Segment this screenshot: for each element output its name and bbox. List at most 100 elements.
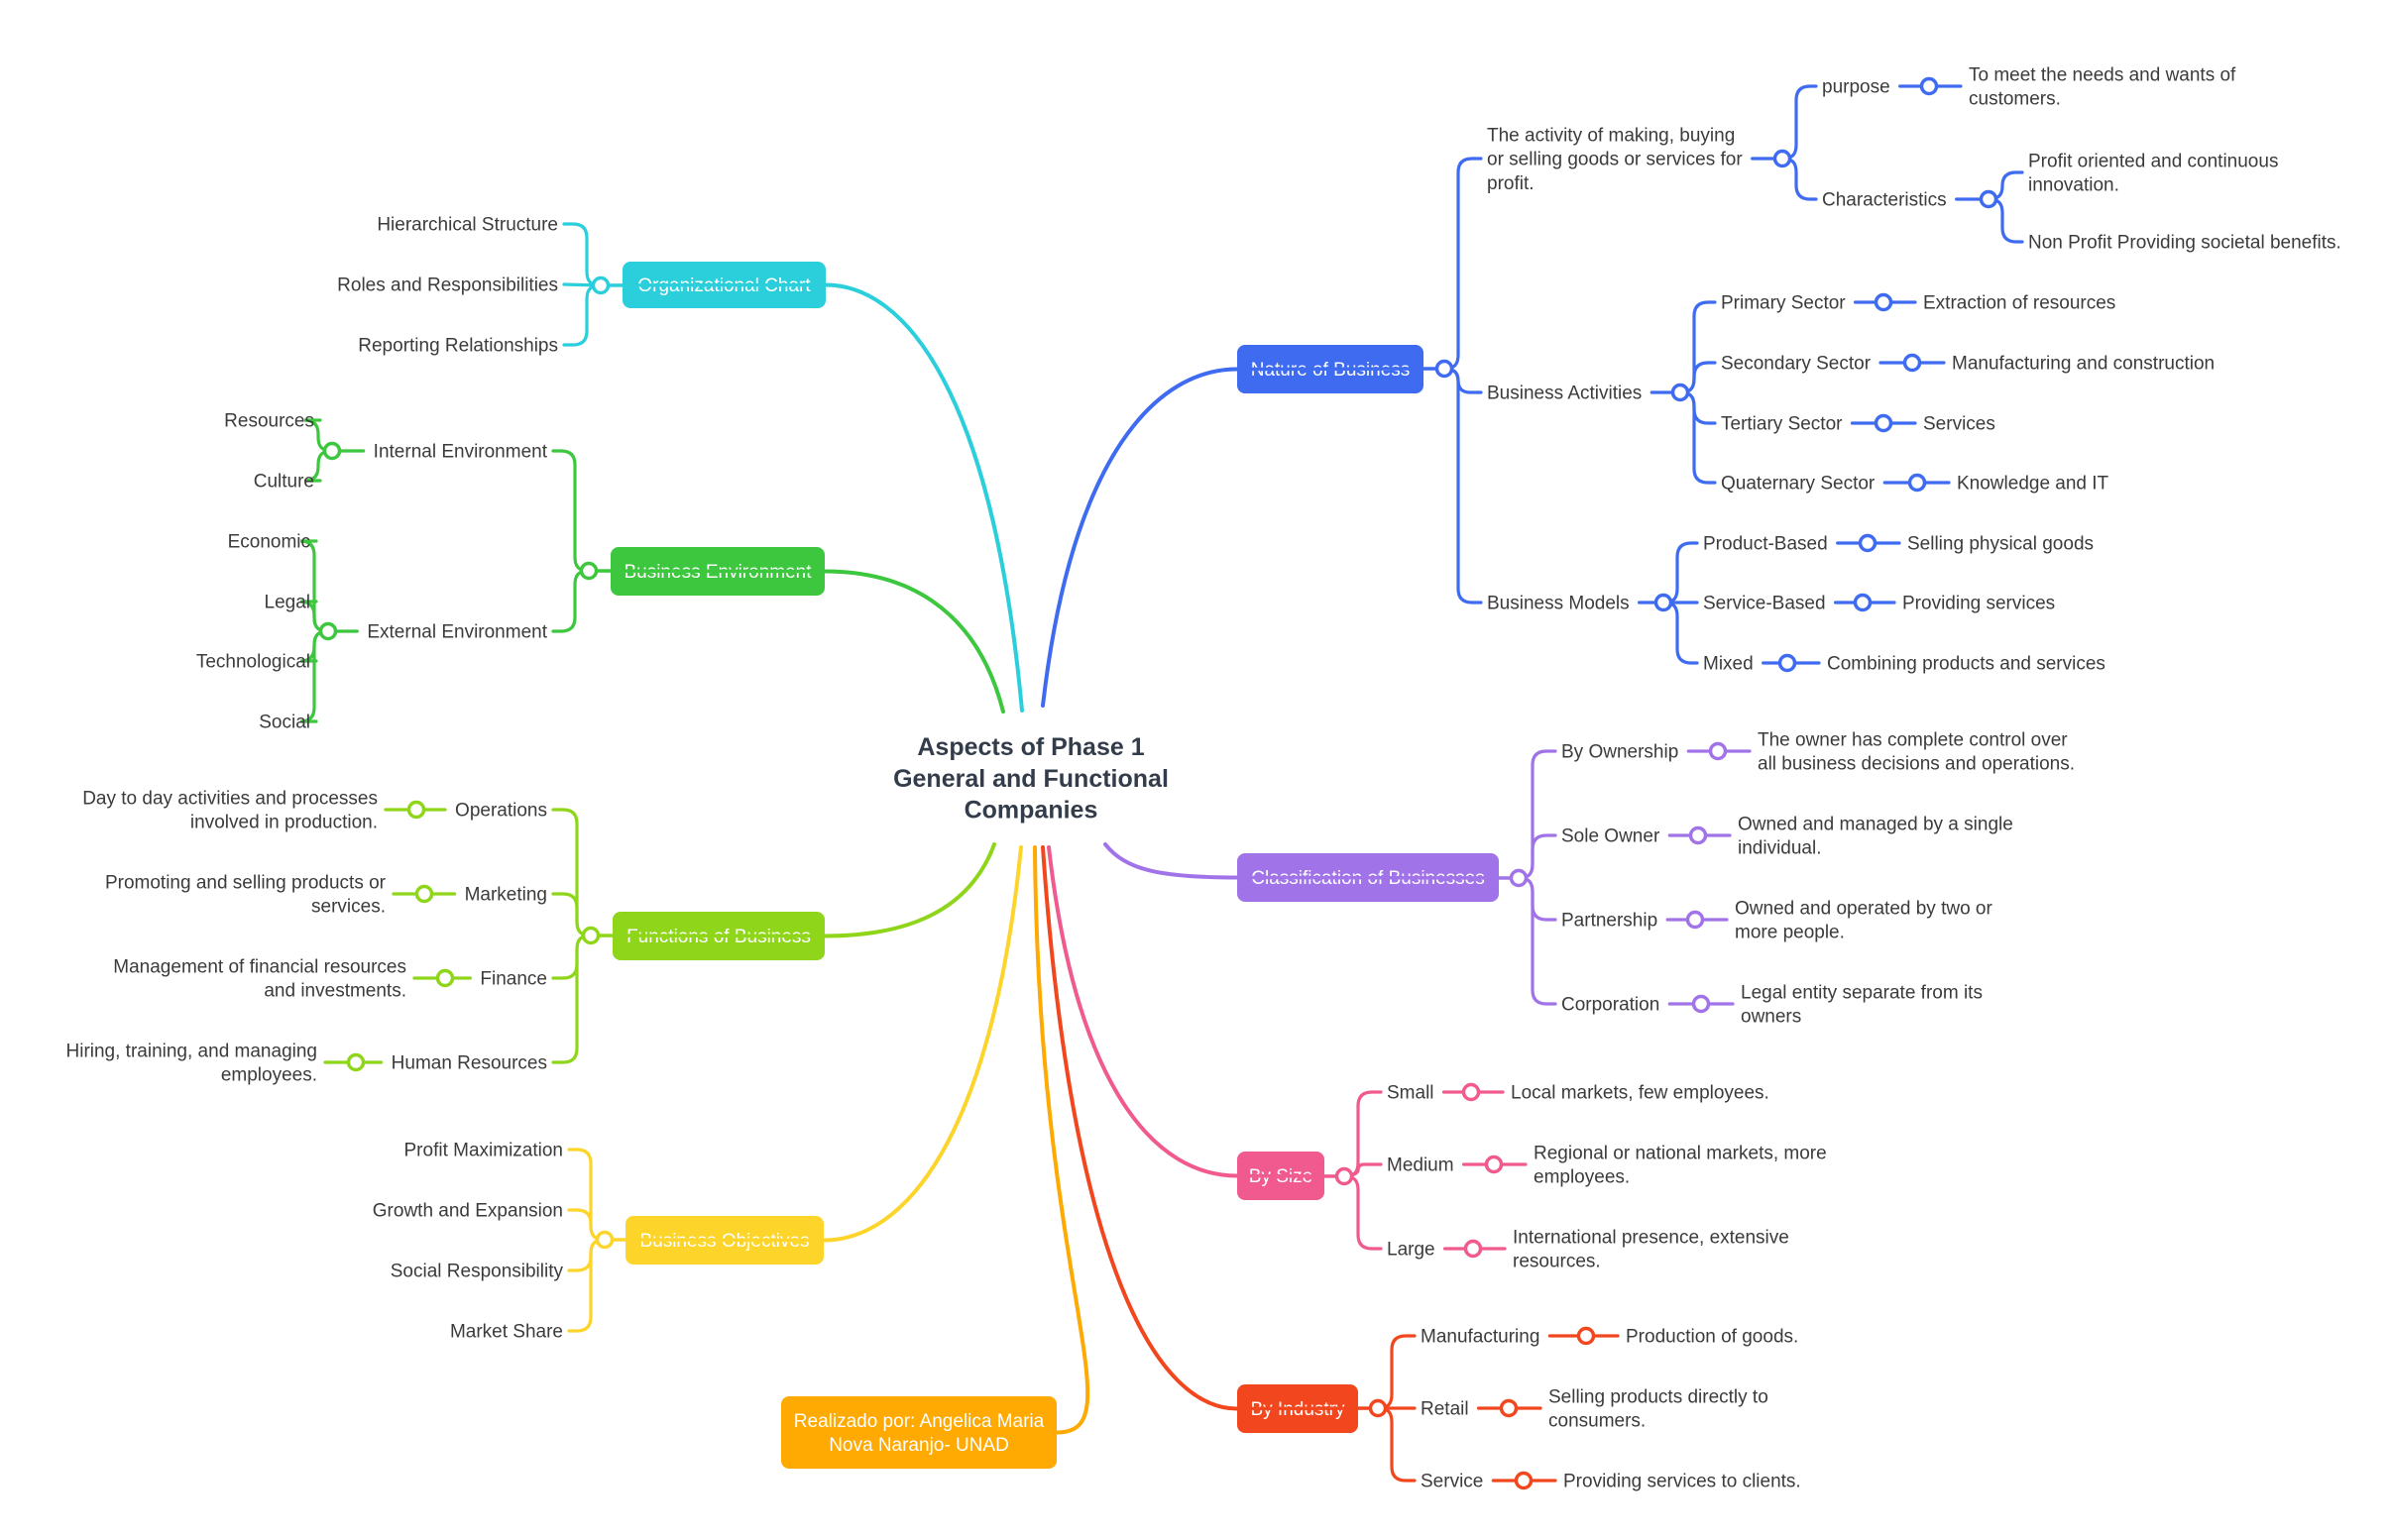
- leaf-to-meet-the-needs-and-wants-of-customers-line: To meet the needs and wants of: [1969, 65, 2236, 86]
- topic-manufacturing-line: Manufacturing: [1421, 1327, 1539, 1348]
- topic-the-activity-of-making-buying-or-selling-line: The activity of making, buying: [1487, 126, 1735, 147]
- connector-knob-icon[interactable]: [1334, 1166, 1354, 1186]
- connector-knob-icon[interactable]: [1853, 593, 1873, 612]
- topic-reporting-relationships-line: Reporting Relationships: [358, 336, 558, 357]
- branch-realizado-por-angelica-maria-nova-naranj-label-line: Realizado por: Angelica Maria: [794, 1411, 1045, 1432]
- topic-partnership-line: Partnership: [1561, 911, 1657, 932]
- connector-knob-icon[interactable]: [1688, 825, 1708, 845]
- subtopic-promoting-and-selling-products-or-servic: Promoting and selling products orservice…: [105, 873, 387, 918]
- connector-knob-icon[interactable]: [1368, 1398, 1388, 1418]
- connector-knob-icon[interactable]: [595, 1230, 615, 1250]
- topic-retail-line: Retail: [1421, 1399, 1469, 1420]
- subtopic-selling-products-directly-to-consumers-line: consumers.: [1548, 1411, 1646, 1432]
- leaf-non-profit-providing-societal-benefits-line: Non Profit Providing societal benefits.: [2028, 233, 2341, 254]
- topic-profit-maximization-line: Profit Maximization: [404, 1141, 564, 1161]
- subtopic-the-owner-has-complete-control-over-all--line: The owner has complete control over: [1758, 730, 2068, 751]
- leaf-profit-oriented-and-continuous-innovatio: Profit oriented and continuousinnovation…: [2028, 152, 2278, 196]
- subtopic-promoting-and-selling-products-or-servic-line: Promoting and selling products or: [105, 873, 387, 894]
- leaf-knowledge-and-it: Knowledge and IT: [1957, 474, 2109, 495]
- connector-knob-icon[interactable]: [1777, 653, 1797, 673]
- subtopic-technological-line: Technological: [196, 652, 310, 673]
- connector-knob-icon[interactable]: [1653, 593, 1673, 612]
- subtopic-legal-line: Legal: [265, 593, 311, 613]
- leaf-providing-services-line: Providing services: [1902, 594, 2055, 614]
- connector-knob-icon[interactable]: [1514, 1471, 1534, 1490]
- subtopic-culture: Culture: [254, 472, 314, 493]
- connector-knob-icon[interactable]: [581, 926, 601, 945]
- leaf-selling-physical-goods: Selling physical goods: [1907, 534, 2094, 555]
- connector-knob-icon[interactable]: [435, 968, 455, 988]
- subtopic-production-of-goods-line: Production of goods.: [1626, 1327, 1798, 1348]
- connector-knob-icon[interactable]: [1509, 868, 1529, 888]
- subtopic-social-line: Social: [259, 713, 310, 733]
- connector-knob-icon[interactable]: [1858, 533, 1877, 553]
- connector-knob-icon[interactable]: [1979, 189, 1998, 209]
- connector-knob-icon[interactable]: [1463, 1239, 1483, 1259]
- leaf-combining-products-and-services: Combining products and services: [1827, 654, 2105, 675]
- subtopic-service-based-line: Service-Based: [1703, 594, 1826, 614]
- topic-small-line: Small: [1387, 1083, 1434, 1104]
- connector-knob-icon[interactable]: [1772, 149, 1792, 168]
- topic-medium: Medium: [1387, 1155, 1454, 1176]
- connector-knob-icon[interactable]: [1691, 994, 1711, 1014]
- topic-the-activity-of-making-buying-or-selling-line: profit.: [1487, 173, 1535, 194]
- subtopic-owned-and-operated-by-two-or-more-people-line: more people.: [1735, 923, 1845, 943]
- topic-hierarchical-structure-line: Hierarchical Structure: [377, 215, 558, 236]
- connector-knob-icon[interactable]: [318, 621, 338, 641]
- subtopic-tertiary-sector: Tertiary Sector: [1721, 414, 1843, 435]
- connector-knob-icon[interactable]: [591, 275, 611, 295]
- connector-knob-icon[interactable]: [1874, 413, 1893, 433]
- connector-knob-icon[interactable]: [1434, 359, 1454, 379]
- connector-knob-icon[interactable]: [1499, 1398, 1519, 1418]
- topic-partnership: Partnership: [1561, 911, 1657, 932]
- connector-knob-icon[interactable]: [1576, 1326, 1596, 1346]
- topic-by-ownership: By Ownership: [1561, 742, 1678, 763]
- subtopic-owned-and-operated-by-two-or-more-people-line: Owned and operated by two or: [1735, 899, 1993, 920]
- connector-knob-icon[interactable]: [346, 1052, 366, 1072]
- topic-hierarchical-structure: Hierarchical Structure: [377, 215, 558, 236]
- center-topic-title-line: Companies: [965, 797, 1098, 825]
- branch-business-objectives-link: [822, 845, 1023, 1243]
- topic-corporation: Corporation: [1561, 995, 1659, 1016]
- connector-knob-icon[interactable]: [1461, 1082, 1481, 1102]
- topic-sole-owner-line: Sole Owner: [1561, 826, 1660, 847]
- branch-by-size-link: [1047, 845, 1239, 1178]
- connector-knob-icon[interactable]: [1874, 292, 1893, 312]
- subtopic-quaternary-sector: Quaternary Sector: [1721, 474, 1876, 495]
- topic-finance-line: Finance: [480, 969, 547, 990]
- subtopic-providing-services-to-clients: Providing services to clients.: [1563, 1472, 1801, 1492]
- subtopic-hiring-training-and-managing-employees-line: employees.: [221, 1065, 317, 1086]
- topic-business-activities-line: Business Activities: [1487, 384, 1642, 404]
- branch-realizado-por-angelica-maria-nova-naranj-node[interactable]: [781, 1396, 1057, 1469]
- connector-knob-icon[interactable]: [1484, 1155, 1504, 1174]
- topic-business-models-line: Business Models: [1487, 594, 1630, 614]
- subtopic-mixed: Mixed: [1703, 654, 1754, 675]
- subtopic-day-to-day-activities-and-processes-invo: Day to day activities and processesinvol…: [82, 789, 378, 833]
- connector-knob-icon[interactable]: [1919, 76, 1939, 96]
- connector-knob-icon[interactable]: [1907, 473, 1927, 493]
- topic-market-share-line: Market Share: [450, 1322, 563, 1343]
- subtopic-mixed-line: Mixed: [1703, 654, 1754, 675]
- connector-knob-icon[interactable]: [1902, 353, 1922, 373]
- connector-knob-icon[interactable]: [322, 441, 342, 461]
- topic-social-responsibility: Social Responsibility: [391, 1262, 564, 1282]
- topic-retail: Retail: [1421, 1399, 1469, 1420]
- connector-knob-icon[interactable]: [1685, 910, 1705, 930]
- topic-business-activities: Business Activities: [1487, 384, 1642, 404]
- connector-knob-icon[interactable]: [1670, 383, 1690, 402]
- subtopic-local-markets-few-employees: Local markets, few employees.: [1511, 1083, 1769, 1104]
- topic-service: Service: [1421, 1472, 1483, 1492]
- subtopic-owned-and-managed-by-a-single-individual-line: Owned and managed by a single: [1738, 815, 2013, 835]
- topic-corporation-line: Corporation: [1561, 995, 1659, 1016]
- connector-knob-icon[interactable]: [1708, 741, 1728, 761]
- connector-knob-icon[interactable]: [406, 800, 426, 820]
- connector-knob-icon[interactable]: [579, 561, 599, 581]
- subtopic-providing-services-to-clients-line: Providing services to clients.: [1563, 1472, 1801, 1492]
- subtopic-resources-line: Resources: [224, 411, 314, 432]
- connector-knob-icon[interactable]: [414, 884, 434, 904]
